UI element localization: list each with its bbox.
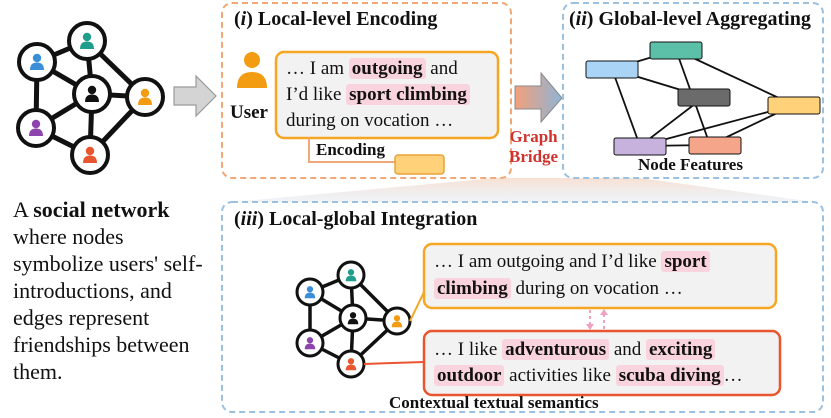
- link-red: [363, 361, 425, 365]
- int1-post: during on vocation …: [515, 278, 683, 299]
- desc-line-1: where nodes: [13, 224, 124, 249]
- local-text-line-3: during on vocation …: [286, 110, 454, 131]
- encoding-label: Encoding: [316, 140, 385, 159]
- global-title-num: ii: [575, 8, 587, 30]
- graph-bridge-arrow: [514, 71, 563, 124]
- highlight-scuba-diving: scuba diving: [615, 365, 724, 386]
- local-title-num: i: [240, 8, 247, 30]
- desc-line-5: friendships between: [13, 332, 190, 357]
- user-icon: [237, 52, 267, 88]
- int2-pre: … I like: [434, 339, 498, 360]
- integration-text1-line1: … I am outgoing and I’d like sport: [434, 249, 710, 275]
- highlight-adventurous: adventurous: [502, 339, 610, 360]
- local-text-post1: and: [430, 58, 458, 79]
- feature-purple: [613, 137, 667, 156]
- desc-line-3: introductions, and: [13, 278, 172, 303]
- contextual-caption: Contextual textual semantics: [389, 393, 599, 412]
- desc-pre: A: [13, 197, 28, 222]
- encoded-feature: [394, 154, 445, 175]
- integration-text2-line2: outdoor activities like scuba diving…: [434, 363, 743, 389]
- link-orange: [409, 291, 425, 322]
- integration-text2-line1: … I like adventurous and exciting: [434, 337, 716, 363]
- int1-pre: … I am outgoing and I’d like: [434, 251, 657, 272]
- global-title-text: Global-level Aggregating: [598, 8, 811, 30]
- desc-line-6: them.: [13, 359, 63, 384]
- graph-bridge-line1: Graph: [509, 127, 558, 146]
- highlight-sport: sport: [661, 251, 710, 272]
- feature-graph: [585, 41, 821, 156]
- highlight-climbing: climbing: [434, 278, 511, 299]
- int2-mid: and: [613, 339, 642, 360]
- int2-post: …: [723, 365, 743, 386]
- graph-bridge-label: Graph Bridge: [509, 127, 558, 167]
- highlight-sport-climbing: sport climbing: [346, 84, 470, 105]
- social-network-description: A social network where nodes symbolize u…: [13, 196, 203, 385]
- int2-mid2: activities like: [509, 365, 611, 386]
- social-network-graph: [16, 21, 165, 175]
- highlight-exciting: exciting: [646, 339, 716, 360]
- highlight-outdoor: outdoor: [434, 365, 505, 386]
- small-social-network: [295, 260, 412, 379]
- local-text-line-2: I’d like sport climbing: [286, 82, 470, 108]
- local-text-pre2: I’d like: [286, 84, 342, 105]
- node-features-caption: Node Features: [638, 155, 743, 174]
- feature-blue: [585, 60, 639, 79]
- encoding-connector: [308, 138, 395, 163]
- user-label: User: [230, 102, 268, 123]
- desc-bold: social network: [33, 197, 170, 222]
- integration-text1-line2: climbing during on vocation …: [434, 276, 683, 302]
- local-encoding-title: (i) Local-level Encoding: [234, 8, 438, 30]
- integration-title: (iii) Local-global Integration: [234, 208, 478, 230]
- feature-salmon: [688, 136, 742, 155]
- desc-line-4: edges represent: [13, 305, 150, 330]
- local-title-text: Local-level Encoding: [257, 8, 438, 30]
- global-aggregating-title: (ii) Global-level Aggregating: [569, 8, 811, 30]
- feature-gray: [677, 88, 731, 107]
- highlight-outgoing: outgoing: [348, 58, 426, 79]
- feature-teal: [649, 41, 703, 60]
- feature-yellow: [767, 96, 821, 115]
- bridge-fan: [232, 178, 815, 202]
- local-text-pre1: … I am: [286, 58, 345, 79]
- desc-line-2: symbolize users' self-: [13, 251, 203, 276]
- right-arrow-icon: [173, 74, 217, 118]
- integration-title-text: Local-global Integration: [269, 208, 478, 230]
- integration-title-num: iii: [240, 208, 258, 230]
- local-text-line-1: … I am outgoing and: [286, 56, 458, 82]
- graph-bridge-line2: Bridge: [509, 147, 559, 166]
